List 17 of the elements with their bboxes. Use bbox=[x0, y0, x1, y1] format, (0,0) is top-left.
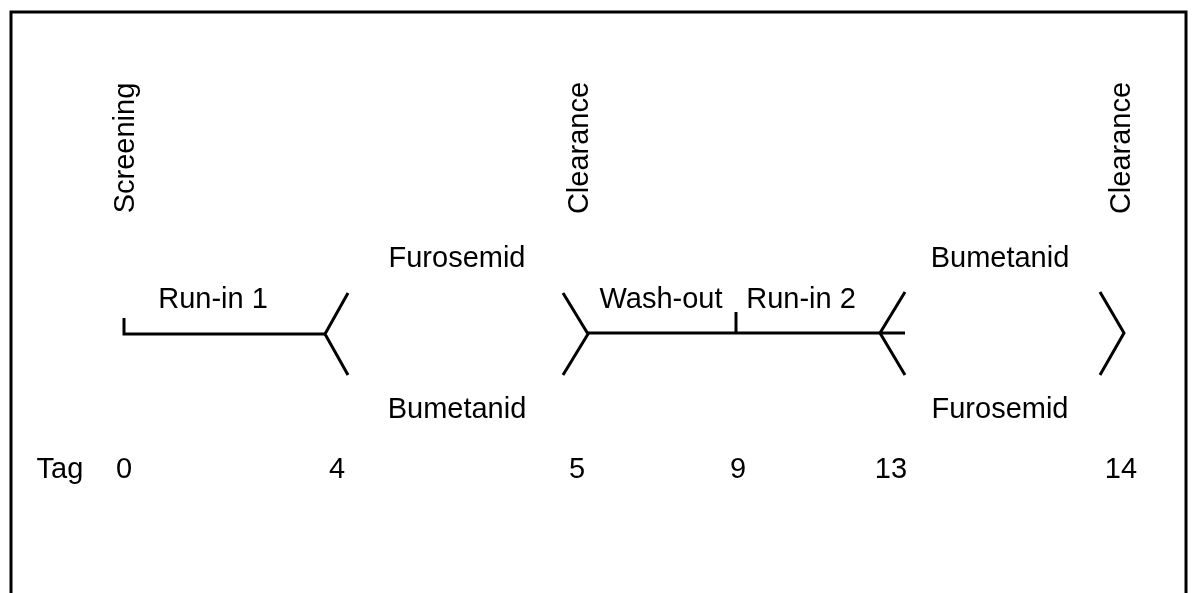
treatment-label: Furosemid bbox=[388, 242, 526, 272]
phase-label: Screening bbox=[109, 82, 139, 214]
treatment-label: Bumetanid bbox=[387, 393, 527, 423]
day-label: 13 bbox=[874, 453, 908, 483]
day-label: 5 bbox=[568, 453, 586, 483]
day-label: 14 bbox=[1104, 453, 1138, 483]
treatment-label: Bumetanid bbox=[930, 242, 1070, 272]
period-label: Wash-out bbox=[599, 283, 723, 313]
day-label: 9 bbox=[729, 453, 747, 483]
period-label: Run-in 1 bbox=[158, 283, 268, 313]
treatment-label: Furosemid bbox=[931, 393, 1069, 423]
day-label: 0 bbox=[115, 453, 133, 483]
period-label: Run-in 2 bbox=[746, 283, 856, 313]
day-label: 4 bbox=[328, 453, 346, 483]
phase-label: Clearance bbox=[1105, 81, 1135, 215]
phase-label: Clearance bbox=[563, 81, 593, 215]
axis-title: Tag bbox=[36, 453, 84, 483]
